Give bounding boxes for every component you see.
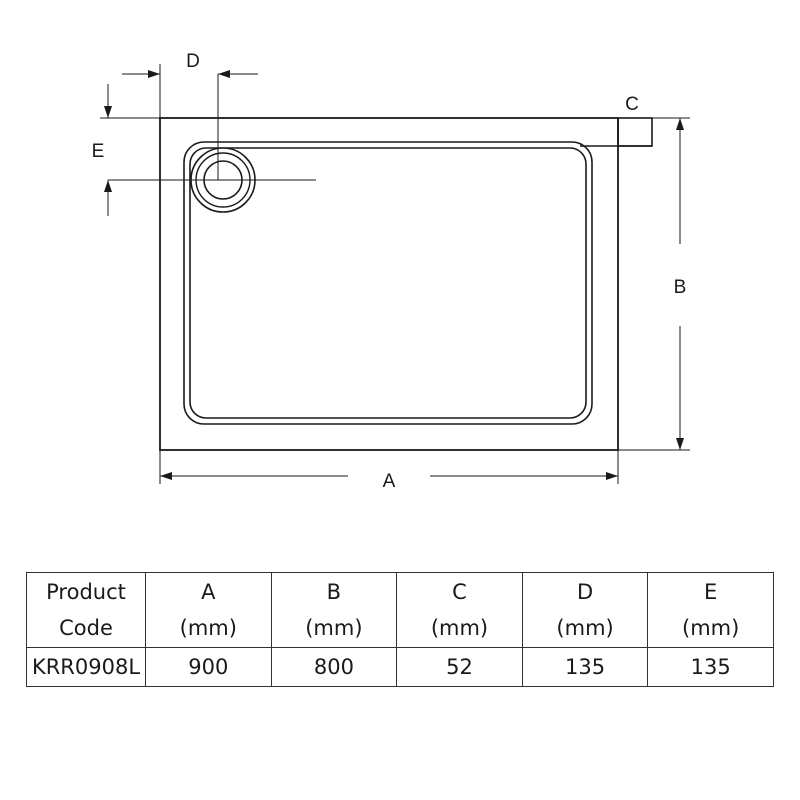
shower-tray-technical-drawing: D E C B A (92, 51, 690, 492)
header-name: Product (46, 580, 126, 604)
header-name: E (704, 580, 718, 604)
upstand-section (617, 117, 653, 147)
header-unit: (mm) (305, 616, 363, 640)
specification-table: Product Code A (mm) B (mm) C (mm) D (mm)… (26, 572, 774, 687)
cell-e: 135 (647, 647, 774, 687)
header-unit: (mm) (682, 616, 740, 640)
dimension-b-label: B (674, 277, 687, 298)
cell-product-code: KRR0908L (26, 647, 146, 687)
header-name: C (452, 580, 467, 604)
table-header-row: Product Code A (mm) B (mm) C (mm) D (mm)… (26, 572, 774, 648)
header-name: A (201, 580, 216, 604)
header-e: E (mm) (647, 572, 774, 648)
tray-basin-inner-edge (189, 147, 587, 419)
cell-d: 135 (521, 647, 649, 687)
header-name: B (326, 580, 342, 604)
dimension-a-label: A (383, 471, 396, 492)
header-unit: (mm) (430, 616, 489, 640)
header-name: D (576, 580, 594, 604)
cell-a: 900 (145, 647, 272, 687)
cell-c: 52 (396, 647, 523, 687)
header-c: C (mm) (396, 572, 523, 648)
header-a: A (mm) (145, 572, 272, 648)
table-row: KRR0908L 900 800 52 135 135 (26, 647, 774, 687)
dimension-d-label: D (186, 51, 200, 72)
header-d: D (mm) (521, 572, 649, 648)
header-product-code: Product Code (26, 572, 146, 648)
tray-basin-outer-edge (183, 141, 593, 425)
cell-b: 800 (270, 647, 398, 687)
header-unit: (mm) (556, 616, 614, 640)
header-unit: Code (59, 616, 113, 640)
tray-outer-outline (159, 117, 619, 451)
dimension-e-label: E (92, 141, 105, 162)
dimension-c-label: C (625, 94, 639, 115)
header-b: B (mm) (270, 572, 398, 648)
header-unit: (mm) (179, 616, 237, 640)
